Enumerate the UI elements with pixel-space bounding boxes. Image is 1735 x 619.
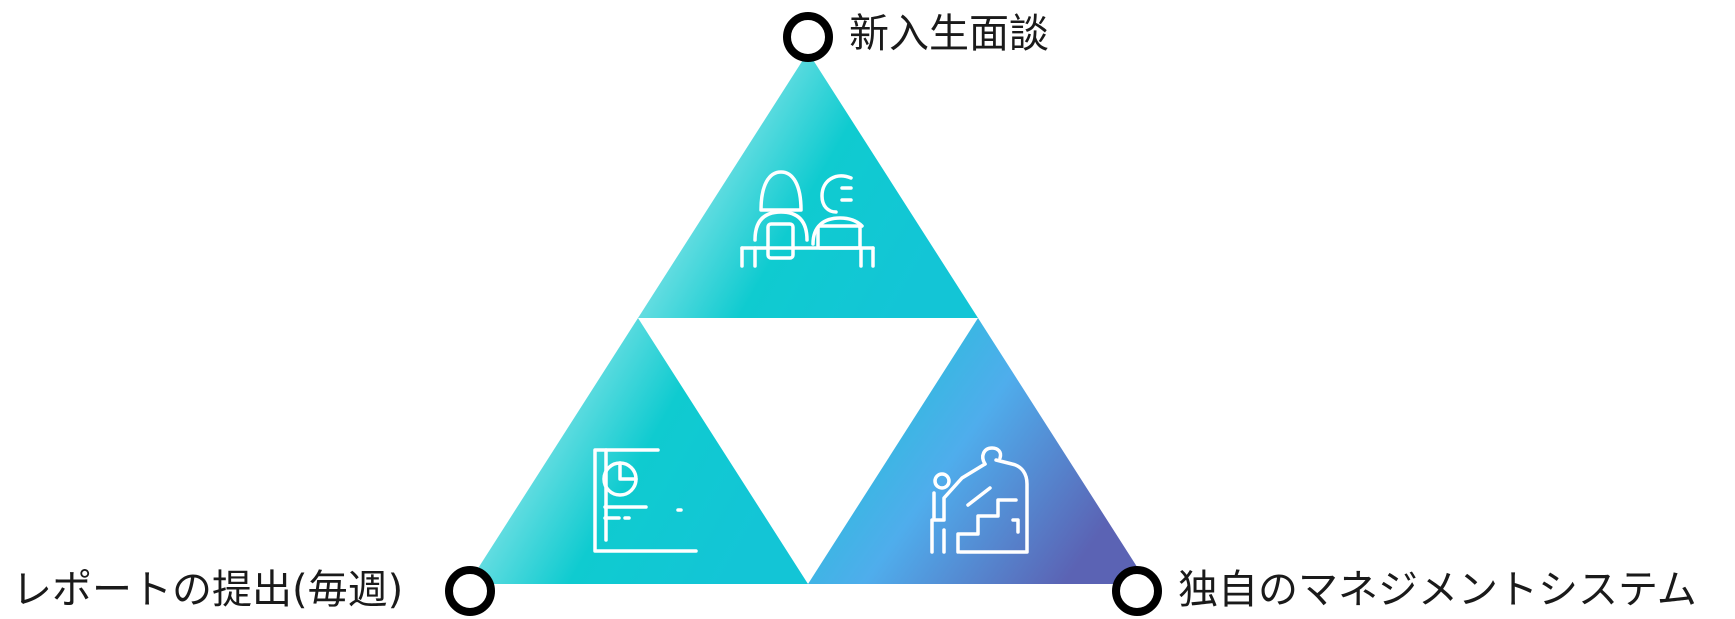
- label-management-system: 独自のマネジメントシステム: [1178, 567, 1697, 613]
- top-triangle: [638, 52, 978, 318]
- top-node: [783, 12, 833, 62]
- mountain-climbing-icon: [930, 446, 1029, 554]
- label-weekly-report: レポートの提出(毎週): [12, 567, 404, 613]
- report-document-icon: [593, 448, 698, 553]
- interview-meeting-icon: [740, 170, 875, 268]
- bottom-left-node: [445, 566, 495, 616]
- bottom-right-triangle: [808, 318, 1148, 584]
- bottom-right-node: [1112, 566, 1162, 616]
- label-interview: 新入生面談: [849, 11, 1049, 57]
